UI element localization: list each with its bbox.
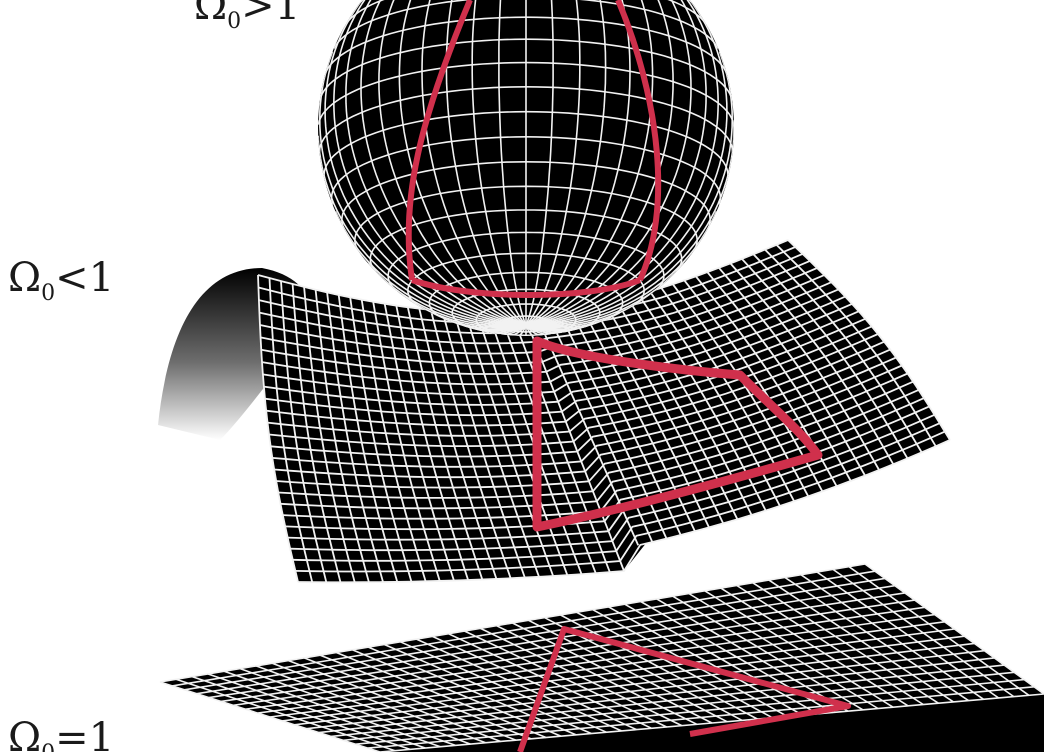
closed-universe-label: Ω0>1 (190, 0, 304, 33)
flat-universe-label: Ω0=1 (8, 718, 114, 752)
open-universe-label: Ω0<1 (8, 258, 114, 305)
flat-plane-shape (160, 564, 1044, 752)
